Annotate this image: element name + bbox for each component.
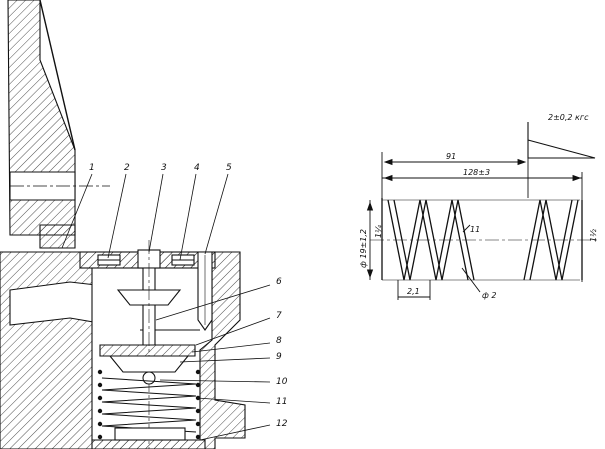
dim-outer-diameter: ф 19±1,2 (359, 229, 368, 268)
spring-dimension-labels: 2±0,2 кгс 91 128±3 ф 19±1,2 1¼ 1½ 2,1 ф … (359, 113, 598, 300)
callout-4: 4 (194, 163, 200, 173)
dim-wire-diameter: ф 2 (482, 291, 496, 300)
load-arrow (527, 122, 596, 159)
seat-ring (99, 344, 196, 357)
dim-coils-left: 1¼ (374, 225, 383, 238)
spring-coils (381, 198, 583, 281)
callout-11: 11 (276, 397, 287, 407)
callout-9: 9 (276, 352, 282, 362)
callout-3: 3 (161, 163, 167, 173)
dim-pitch: 2,1 (407, 287, 420, 296)
valve-spring (101, 377, 197, 433)
spring-detail-drawing (366, 122, 600, 300)
dim-coils-right: 1½ (589, 229, 598, 242)
spring-retainer (108, 355, 190, 373)
callout-5: 5 (226, 163, 232, 173)
spring-coil-ends (97, 369, 201, 440)
bottom-plug (91, 439, 206, 449)
valve-section-view (0, 0, 246, 449)
callout-leaders (61, 173, 271, 441)
callout-6: 6 (276, 277, 282, 287)
callout-7: 7 (276, 311, 282, 321)
dim-load: 2±0,2 кгс (548, 113, 589, 122)
callout-8: 8 (276, 336, 282, 346)
housing-lug (39, 224, 76, 249)
dim-loaded-length: 91 (446, 152, 456, 161)
dim-free-length: 128±3 (463, 168, 490, 177)
callout-12: 12 (276, 419, 288, 429)
callout-10: 10 (276, 377, 288, 387)
callout-labels: 1 2 3 4 5 6 7 8 9 10 11 12 (89, 163, 288, 429)
callout-2: 2 (124, 163, 130, 173)
callout-1: 1 (89, 163, 95, 173)
spring-part-number: 11 (470, 225, 480, 234)
